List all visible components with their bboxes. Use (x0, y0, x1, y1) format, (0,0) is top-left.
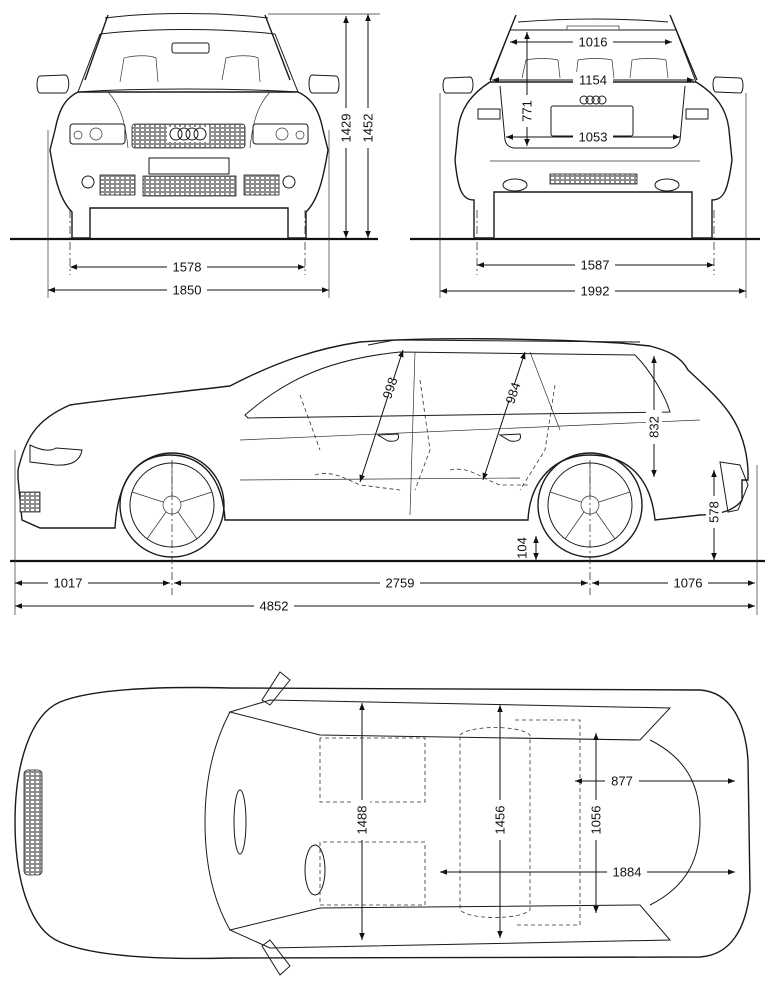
fog-light-left (81, 175, 95, 189)
license-plate (148, 157, 230, 175)
exhaust-right (654, 178, 680, 192)
label-wheelbase: 2759 (386, 576, 415, 591)
headrests (119, 55, 261, 83)
label-front-overhang: 1017 (54, 576, 83, 591)
windshield-base (204, 711, 231, 931)
taillight-left (477, 108, 501, 120)
headlight-lens (73, 130, 83, 140)
rear-view-mirror (171, 42, 210, 54)
brake-light (566, 25, 620, 31)
window-line (244, 351, 671, 419)
label-inner-width-top: 1016 (579, 35, 608, 50)
label-width: 1850 (173, 283, 202, 298)
shoulder-line (239, 419, 701, 441)
label-rear-track: 1587 (581, 258, 610, 273)
label-width-with-mirrors: 1992 (581, 284, 610, 299)
rear-diffuser (719, 461, 749, 513)
dimension-rear-headroom (482, 351, 526, 481)
roof-rail-left (228, 699, 672, 741)
headlight-lens (275, 127, 289, 141)
headlight-lens (295, 130, 305, 140)
label-front-shoulder-width: 1488 (355, 806, 370, 835)
body-outline (454, 81, 733, 239)
label-inner-width-shoulder: 1154 (579, 73, 607, 88)
rear-diffuser (549, 173, 638, 185)
rear-view: 1016 1154 1053 771 1587 1992 (410, 14, 760, 299)
label-rear-headroom: 984 (503, 380, 524, 405)
headlight-left (69, 123, 126, 145)
label-rear-opening-height: 832 (647, 416, 662, 438)
headlight (29, 444, 83, 466)
label-height-total: 1452 (361, 114, 376, 143)
rear-window (649, 739, 701, 906)
label-front-headroom: 998 (380, 375, 401, 400)
mirror-right (308, 74, 340, 94)
label-loading-width: 1053 (579, 130, 608, 145)
headlight-lens (89, 127, 103, 141)
label-cargo-length-seat-up: 877 (611, 774, 633, 789)
four-rings-logo (579, 95, 607, 105)
air-intake-right (243, 174, 280, 196)
air-intake-center (142, 175, 237, 197)
body-outline (14, 686, 751, 960)
label-height-body: 1429 (339, 114, 354, 143)
mirror-right (712, 76, 744, 94)
door-handles (376, 433, 521, 442)
headlight-right (252, 123, 309, 145)
roof-outline (517, 18, 669, 23)
seat-outlines (299, 379, 556, 491)
label-rear-overhang: 1076 (674, 576, 703, 591)
side-view: 998 984 832 578 104 1017 2759 1076 4852 (10, 338, 765, 615)
label-tailgate-height: 771 (520, 100, 535, 122)
roof-rail (84, 14, 291, 81)
windshield (77, 33, 299, 93)
roof-rail-right (228, 904, 672, 949)
roof-outline (99, 13, 276, 35)
dimension-front-headroom (359, 349, 404, 483)
roof-rail (367, 339, 641, 346)
c-pillar (529, 351, 561, 431)
exhaust-left (502, 178, 528, 192)
mirror-left (36, 74, 70, 94)
side-mirrors (261, 671, 291, 976)
air-intake (19, 491, 41, 513)
label-length: 4852 (260, 599, 289, 614)
top-view: 1488 1456 1056 877 1884 (14, 671, 751, 976)
label-cargo-width: 1056 (589, 806, 604, 835)
air-intake-left (99, 174, 136, 196)
fog-light-right (282, 175, 296, 189)
body-outline (49, 91, 329, 239)
label-cargo-length-seat-down: 1884 (613, 865, 642, 880)
label-ground-clearance: 104 (515, 537, 530, 559)
steering-wheel (304, 844, 326, 896)
b-pillar (409, 351, 416, 516)
body-outline (17, 338, 749, 529)
hood-lines (107, 91, 271, 149)
front-view: 1578 1850 1429 1452 (10, 13, 380, 298)
label-front-track: 1578 (173, 260, 202, 275)
seat-outlines (319, 719, 581, 926)
label-loading-sill-height: 578 (707, 501, 722, 523)
tailgate (499, 85, 686, 149)
door-sill-line (239, 477, 521, 481)
mirror-left (442, 76, 474, 94)
label-rear-shoulder-width: 1456 (493, 806, 508, 835)
front-grille (23, 769, 43, 876)
four-rings-logo (167, 127, 209, 142)
taillight-right (685, 108, 709, 120)
sunroof-handle (233, 789, 247, 855)
